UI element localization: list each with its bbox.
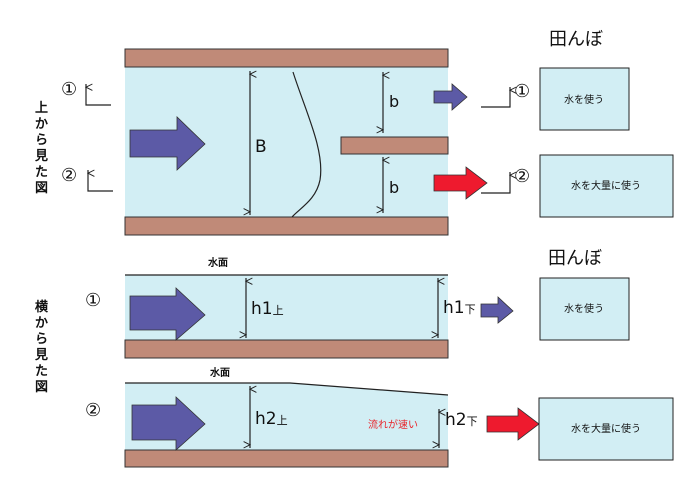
section-1-cut-line-left [86,84,111,106]
side-view-label: 横 か ら 見 た 図 [34,299,49,395]
channel-b-upper-label: b [389,92,399,111]
section-1-cut-line-right [481,87,510,108]
channel-b-lower-label: b [389,178,399,197]
side-1-bed [124,339,449,359]
side-2-water-surface [125,382,449,396]
rice-field-box-1-top [539,67,630,131]
h2-up-label: h2上 [255,409,288,429]
section-2-marker-left: ② [61,165,77,186]
outflow-arrow-blue-icon [433,83,468,111]
side-2-bed [124,449,449,468]
side-view: 水面 h1上 h1下 ① 水面 h2上 h2下 流れが速い ② 横 か ら 見 … [34,248,674,468]
section-1-marker-left: ① [61,79,77,100]
width-B-label: B [255,137,267,157]
svg-text:見: 見 [34,348,48,363]
svg-text:横: 横 [35,299,49,315]
side-2-surface-label: 水面 [209,366,230,379]
rice-field-box-2-top-text: 水を大量に使う [571,179,641,192]
side-2-water [125,383,448,450]
svg-text:ら: ら [35,332,48,347]
top-view: B b b ① ② ① ② 上 か ら 見 た 図 田んぼ [34,29,674,236]
side-section-1-marker: ① [85,290,101,311]
svg-text:図: 図 [35,380,48,395]
outflow-arrow-red-icon [433,166,488,200]
rice-field-box-2-bottom-text: 水を大量に使う [571,422,641,435]
h2-down-label: h2下 [445,410,478,430]
side-2-inflow-arrow-icon [131,396,206,451]
divider-wall [340,136,449,155]
velocity-profile-curve [291,71,322,218]
svg-text:図: 図 [35,181,48,196]
inflow-arrow-icon [129,116,206,171]
svg-text:か: か [35,117,48,132]
rice-field-box-1-bottom [539,277,630,341]
rice-field-box-1-top-text: 水を使う [564,93,604,106]
side-1-inflow-arrow-icon [129,287,206,341]
section-2-marker-right: ② [514,166,530,187]
svg-text:ら: ら [35,133,48,148]
bank-top [124,48,449,68]
svg-text:た: た [35,364,48,379]
rice-field-title-bottom: 田んぼ [548,248,602,269]
svg-text:見: 見 [34,149,48,164]
h1-down-label: h1下 [443,298,476,318]
h1-up-label: h1上 [251,299,284,319]
rice-field-box-1-bottom-text: 水を使う [564,302,604,315]
rice-field-box-2-top [539,154,674,218]
side-2-outflow-arrow-red-icon [486,407,540,441]
top-view-label: 上 か ら 見 た 図 [34,101,48,196]
side-section-2-marker: ② [85,400,101,421]
rice-field-title-top: 田んぼ [549,29,603,50]
section-2-cut-line-right [481,172,510,194]
rice-field-box-2-bottom [538,397,674,461]
svg-text:上: 上 [35,101,48,116]
bank-bottom [124,216,449,236]
side-1-outflow-arrow-icon [480,296,514,324]
side-1-surface-label: 水面 [207,256,228,269]
svg-text:か: か [35,316,48,331]
svg-text:た: た [35,165,48,180]
section-1-marker-right: ① [514,81,530,102]
fast-flow-note: 流れが速い [368,418,418,431]
section-2-cut-line-left [88,170,113,192]
